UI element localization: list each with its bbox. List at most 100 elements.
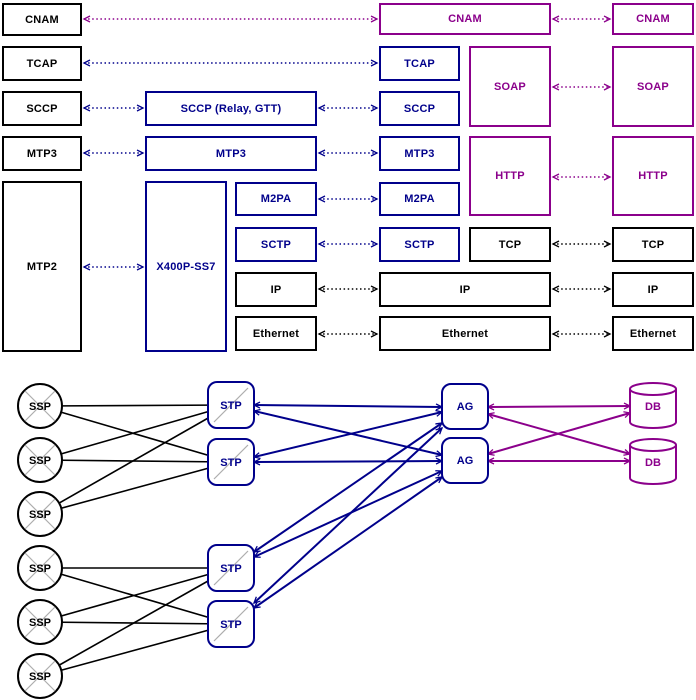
ssp-stp-link xyxy=(39,567,232,677)
box-col3-m2pa: M2PA xyxy=(379,182,460,216)
ssp-x-icon xyxy=(24,390,56,422)
box-col2-m2pa: M2PA xyxy=(235,182,317,216)
ssp-stp-link xyxy=(39,405,232,463)
ssp-x-icon xyxy=(24,444,56,476)
box-col1-sccp: SCCP xyxy=(2,91,82,126)
stp-label: STP xyxy=(220,400,241,412)
ssp-stp-link xyxy=(39,621,232,625)
stp-label: STP xyxy=(220,563,241,575)
stp-node: STP xyxy=(207,544,255,592)
box-col1-cnam: CNAM xyxy=(2,3,82,36)
ssp-stp-link xyxy=(39,404,232,515)
stp-diagonal-icon xyxy=(213,606,249,642)
box-col3-cnam: CNAM xyxy=(379,3,551,35)
box-col1-tcap: TCAP xyxy=(2,46,82,81)
ssp-node: SSP xyxy=(17,437,63,483)
box-col3-tcap: TCAP xyxy=(379,46,460,81)
box-col3-http: HTTP xyxy=(469,136,551,216)
ssp-stp-link xyxy=(39,404,232,407)
ag-label: AG xyxy=(457,455,474,467)
stp-node: STP xyxy=(207,381,255,429)
box-col4-tcp: TCP xyxy=(612,227,694,262)
stp-ag-link xyxy=(254,412,442,457)
ssp-x-icon xyxy=(24,498,56,530)
ssp-node: SSP xyxy=(17,599,63,645)
stp-ag-link xyxy=(254,422,442,553)
box-col2-sccp-relay: SCCP (Relay, GTT) xyxy=(145,91,317,126)
db-label: DB xyxy=(645,401,661,413)
box-col3-ethernet: Ethernet xyxy=(379,316,551,351)
stp-nodes: STP STP STP STP xyxy=(207,381,255,648)
ag-nodes: AG AG xyxy=(441,383,489,484)
ag-box xyxy=(441,437,489,484)
box-col2-ethernet: Ethernet xyxy=(235,316,317,351)
stp-ag-link xyxy=(254,461,442,462)
ssp-x-icon xyxy=(24,552,56,584)
ag-db-links xyxy=(488,406,630,461)
stp-label: STP xyxy=(220,619,241,631)
stp-ag-links xyxy=(254,405,442,608)
box-col3-sccp: SCCP xyxy=(379,91,460,126)
ag-db-link xyxy=(488,413,630,454)
stp-ag-link xyxy=(254,405,442,407)
ag-box xyxy=(441,383,489,430)
box-col4-cnam: CNAM xyxy=(612,3,694,35)
ssp-node: SSP xyxy=(17,653,63,699)
box-col2-ip: IP xyxy=(235,272,317,307)
ssp-stp-links xyxy=(39,404,232,677)
stp-diagonal-icon xyxy=(213,387,249,423)
stp-label: STP xyxy=(220,457,241,469)
box-col2-mtp3: MTP3 xyxy=(145,136,317,171)
box-col2-x400p-ss7: X400P-SS7 xyxy=(145,181,227,352)
ag-node: AG xyxy=(441,383,489,430)
ag-node: AG xyxy=(441,437,489,484)
db-node: DB xyxy=(629,438,677,485)
stp-ag-link xyxy=(254,470,442,558)
box-col4-http: HTTP xyxy=(612,136,694,216)
box-col3-mtp3: MTP3 xyxy=(379,136,460,171)
stp-ag-link xyxy=(254,411,442,455)
db-node: DB xyxy=(629,382,677,429)
box-col4-ethernet: Ethernet xyxy=(612,316,694,351)
stp-ag-link xyxy=(254,428,442,603)
box-col1-mtp2: MTP2 xyxy=(2,181,82,352)
ssp-stp-link xyxy=(39,567,232,625)
stp-node: STP xyxy=(207,438,255,486)
ssp-stp-link xyxy=(39,459,232,463)
box-col4-soap: SOAP xyxy=(612,46,694,127)
ssp-label: SSP xyxy=(29,671,51,683)
peer-protocol-arrows xyxy=(84,19,610,334)
ssp-stp-link xyxy=(39,623,232,677)
ssp-node: SSP xyxy=(17,383,63,429)
db-cylinder-top xyxy=(629,438,677,452)
box-col1-mtp3: MTP3 xyxy=(2,136,82,171)
box-col4-ip: IP xyxy=(612,272,694,307)
ssp-node: SSP xyxy=(17,491,63,537)
db-cylinder-top xyxy=(629,382,677,396)
stp-node: STP xyxy=(207,600,255,648)
ssp-nodes: SSP SSP SSP SSP SSP SSP xyxy=(17,383,63,699)
box-col3-tcp: TCP xyxy=(469,227,551,262)
ssp-label: SSP xyxy=(29,563,51,575)
box-col3-sctp: SCTP xyxy=(379,227,460,262)
db-cylinder-body xyxy=(629,389,677,429)
ag-db-link xyxy=(488,406,630,407)
ssp-stp-link xyxy=(39,567,232,623)
db-nodes: DB DB xyxy=(629,382,677,485)
db-cylinder-body xyxy=(629,445,677,485)
ssp-label: SSP xyxy=(29,401,51,413)
ssp-label: SSP xyxy=(29,617,51,629)
ssp-x-icon xyxy=(24,660,56,692)
stp-ag-link xyxy=(254,477,442,608)
ssp-stp-link xyxy=(39,404,232,461)
stp-diagonal-icon xyxy=(213,550,249,586)
ssp-node: SSP xyxy=(17,545,63,591)
ssp-stp-link xyxy=(39,461,232,515)
box-col3-soap: SOAP xyxy=(469,46,551,127)
ssp-label: SSP xyxy=(29,509,51,521)
stp-diagonal-icon xyxy=(213,444,249,480)
db-label: DB xyxy=(645,457,661,469)
box-col2-sctp: SCTP xyxy=(235,227,317,262)
